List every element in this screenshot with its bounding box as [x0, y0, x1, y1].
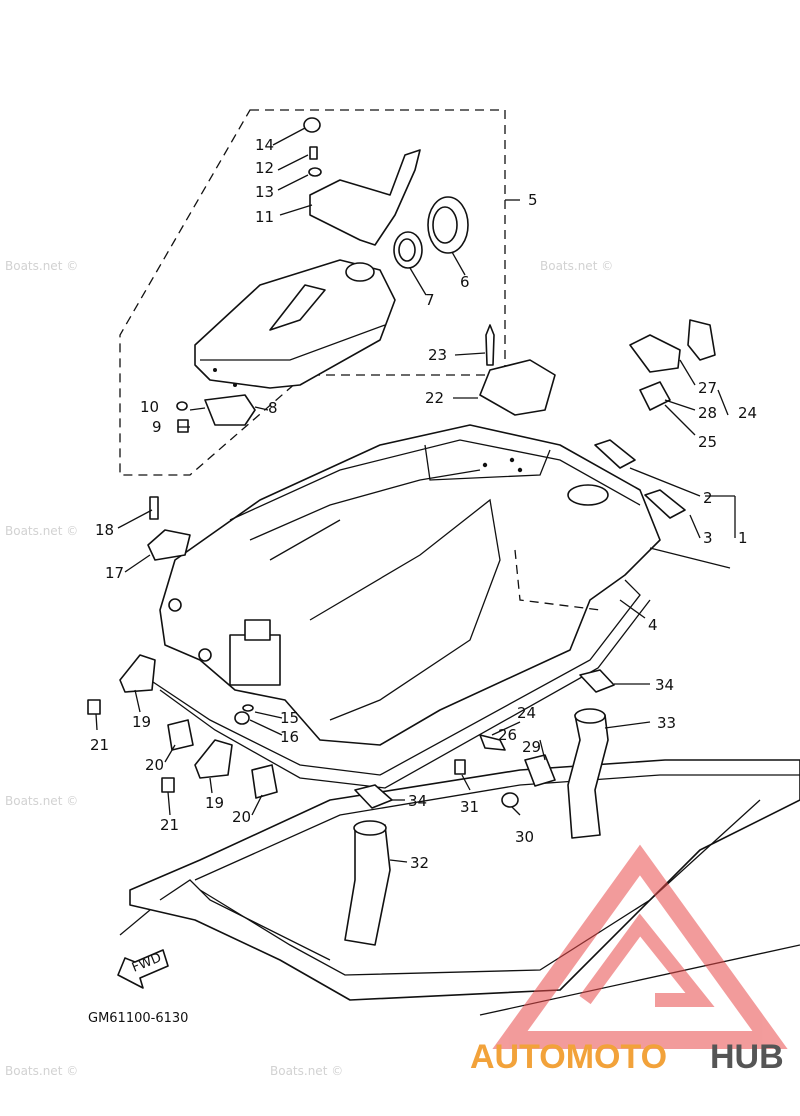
rim-seal-4 [149, 579, 641, 776]
callout-16: 16 [280, 728, 299, 746]
plate-25 [639, 381, 671, 411]
callout-13: 13 [255, 183, 274, 201]
callout-2: 2 [703, 489, 713, 507]
bolt-21a [87, 699, 101, 715]
bracket-22 [479, 359, 556, 416]
vent-3 [644, 489, 686, 519]
callout-14: 14 [255, 136, 274, 154]
air-box [194, 259, 396, 389]
callout-33: 33 [657, 714, 676, 732]
plate-29 [524, 754, 556, 787]
bracket-19b [194, 739, 233, 779]
bolt-18 [149, 496, 159, 520]
callout-19b: 19 [205, 794, 224, 812]
callout-18: 18 [95, 521, 114, 539]
callout-22: 22 [425, 389, 444, 407]
bracket-26 [479, 734, 506, 751]
brand-name-part1: AUTOMOTO [470, 1038, 667, 1076]
callout-9: 9 [152, 418, 162, 436]
callout-21b: 21 [160, 816, 179, 834]
bolt-9 [177, 419, 189, 433]
nut-30 [501, 792, 519, 808]
bracket-28 [687, 319, 716, 361]
nut-16 [234, 711, 250, 725]
callout-10: 10 [140, 398, 159, 416]
bolt-12 [309, 146, 318, 160]
callout-34a: 34 [408, 792, 427, 810]
callout-3: 3 [703, 529, 713, 547]
callout-31: 31 [460, 798, 479, 816]
rim-seal-4-inner [159, 599, 651, 789]
callout-24a: 24 [738, 404, 757, 422]
callout-4: 4 [648, 616, 658, 634]
nut-14 [303, 117, 321, 133]
callout-17: 17 [105, 564, 124, 582]
callout-15: 15 [280, 709, 299, 727]
callout-layer: 1 2 3 4 5 6 7 8 9 10 11 12 13 14 15 16 1… [90, 136, 757, 872]
leader-lines [95, 127, 736, 863]
callout-7: 7 [425, 291, 435, 309]
callout-32: 32 [410, 854, 429, 872]
callout-21a: 21 [90, 736, 109, 754]
callout-8: 8 [268, 399, 278, 417]
callout-11: 11 [255, 208, 274, 226]
washer-10 [176, 401, 188, 411]
callout-24b: 24 [517, 704, 536, 722]
watermark: Boats.net © [270, 1064, 343, 1078]
washer-13 [308, 167, 322, 177]
callout-30: 30 [515, 828, 534, 846]
ring-6 [427, 196, 469, 254]
callout-19a: 19 [132, 713, 151, 731]
callout-6: 6 [460, 273, 470, 291]
clamp-34b [579, 669, 615, 693]
callout-26: 26 [498, 726, 517, 744]
watermark: Boats.net © [5, 524, 78, 538]
callout-23: 23 [428, 346, 447, 364]
watermark: Boats.net © [540, 259, 613, 273]
brand-name-part2: HUB [710, 1038, 784, 1076]
plate-20a [167, 719, 194, 751]
callout-5: 5 [528, 191, 538, 209]
main-cover [159, 424, 661, 746]
pin-23 [485, 324, 495, 366]
fwd-arrow-icon: FWD [117, 949, 169, 989]
plate-17 [147, 529, 191, 561]
callout-25: 25 [698, 433, 717, 451]
hose-32 [344, 820, 391, 946]
washer-15 [242, 704, 254, 712]
callout-34b: 34 [655, 676, 674, 694]
brand-logo-icon [492, 844, 788, 1049]
callout-20a: 20 [145, 756, 164, 774]
bolt-31 [454, 759, 466, 775]
part-code: GM61100-6130 [88, 1011, 188, 1026]
bolt-21b [161, 777, 175, 793]
callout-12: 12 [255, 159, 274, 177]
brand-wordmark: AUTOMOTO HUB [470, 1038, 784, 1076]
watermark: Boats.net © [5, 259, 78, 273]
assembly-box-5 [119, 109, 506, 476]
callout-20b: 20 [232, 808, 251, 826]
bracket-19a [119, 654, 156, 693]
callout-1: 1 [738, 529, 748, 547]
callout-28: 28 [698, 404, 717, 422]
clamp-8 [204, 394, 256, 426]
cover-27 [629, 334, 681, 373]
bracket-11 [309, 149, 421, 246]
callout-29: 29 [522, 738, 541, 756]
watermark: Boats.net © [5, 1064, 78, 1078]
callout-27: 27 [698, 379, 717, 397]
watermark: Boats.net © [5, 794, 78, 808]
vent-2 [594, 439, 636, 469]
hose-33 [567, 708, 609, 839]
plate-20b [251, 764, 278, 799]
ring-7 [393, 231, 423, 269]
